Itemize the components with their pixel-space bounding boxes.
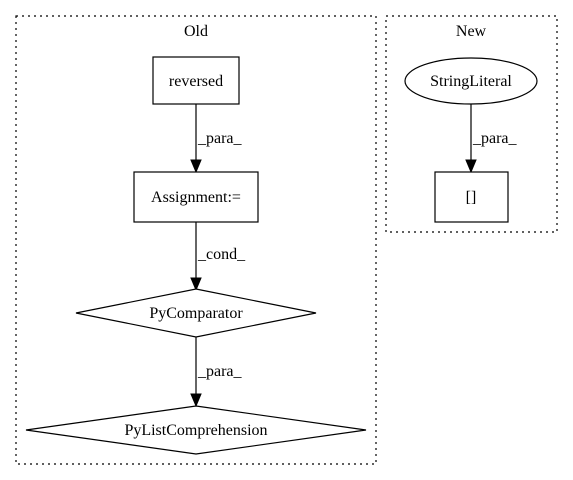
cluster-new-frame [385,15,558,233]
edge-string-literal-to-subscript: _para_ [465,104,518,174]
cluster-new: New [385,15,558,233]
node-subscript-box [434,171,509,223]
node-py-list-comprehension-diamond [25,405,367,455]
node-subscript: [] [434,171,509,223]
cluster-old: Old [15,15,377,465]
cluster-old-label: Old [184,23,208,40]
edge-reversed-to-assignment: _para_ [190,104,243,174]
node-assignment: Assignment:= [133,171,259,223]
cluster-old-frame [15,15,377,465]
node-string-literal-ellipse [404,57,538,105]
arrow-head [190,393,202,408]
node-reversed-box [152,56,240,105]
node-reversed-label: reversed [169,73,223,90]
arrow-head [465,159,477,174]
edge-label: _para_ [472,130,518,147]
cluster-new-label: New [456,23,487,40]
node-assignment-label: Assignment:= [151,189,241,206]
node-py-comparator-diamond [75,288,317,338]
node-py-comparator-label: PyComparator [149,305,243,322]
edge-assignment-to-comparator: _cond_ [190,222,246,292]
edge-label: _para_ [197,130,243,147]
node-py-comparator: PyComparator [75,288,317,338]
node-reversed: reversed [152,56,240,105]
arrow-head [190,159,202,174]
node-subscript-label: [] [466,189,477,206]
edge-label: _cond_ [197,246,246,263]
node-py-list-comprehension-label: PyListComprehension [124,422,267,439]
node-py-list-comprehension: PyListComprehension [25,405,367,455]
node-assignment-box [133,171,259,223]
edge-comparator-to-list-comprehension: _para_ [190,337,243,408]
arrow-head [190,277,202,292]
node-string-literal: StringLiteral [404,57,538,105]
edge-label: _para_ [197,363,243,380]
node-string-literal-label: StringLiteral [430,73,512,90]
